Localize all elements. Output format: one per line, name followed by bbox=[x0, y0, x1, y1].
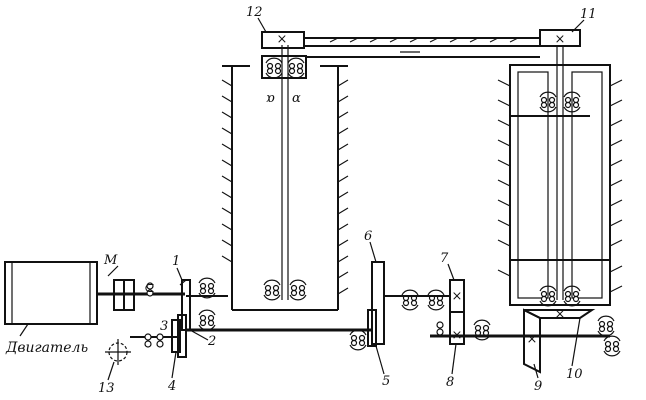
label-3: 3 bbox=[160, 319, 168, 334]
label-9: 9 bbox=[534, 379, 542, 394]
right-column bbox=[509, 64, 611, 306]
top-shaft-ticks bbox=[329, 37, 519, 43]
label-2: 2 bbox=[207, 334, 216, 349]
label-4: 4 bbox=[167, 379, 176, 394]
bevel-gear-10 bbox=[523, 309, 596, 319]
engine-label: Двигатель bbox=[5, 340, 88, 356]
svg-text:ɑ: ɑ bbox=[292, 91, 301, 106]
left-column bbox=[222, 65, 348, 311]
label-13: 13 bbox=[98, 381, 115, 396]
label-10: 10 bbox=[566, 367, 583, 382]
svg-text:×: × bbox=[527, 332, 538, 347]
label-11: 11 bbox=[580, 7, 597, 22]
svg-text:×: × bbox=[555, 307, 566, 322]
gear-5 bbox=[367, 309, 377, 347]
svg-text:×: × bbox=[555, 32, 566, 47]
right-column-ticks bbox=[497, 79, 623, 293]
svg-text:×: × bbox=[452, 289, 463, 304]
label-5: 5 bbox=[382, 374, 390, 389]
bearing-mark: ⊂ bbox=[144, 281, 155, 296]
top-shaft bbox=[261, 29, 581, 58]
label-8: 8 bbox=[446, 375, 454, 390]
svg-text:ɒ: ɒ bbox=[266, 91, 275, 106]
coupling-m bbox=[107, 265, 135, 311]
left-column-ticks bbox=[221, 79, 349, 295]
gear-8 bbox=[449, 311, 465, 345]
gear-6 bbox=[371, 261, 385, 345]
label-7: 7 bbox=[440, 251, 449, 266]
label-6: 6 bbox=[364, 229, 372, 244]
svg-text:×: × bbox=[277, 32, 288, 47]
label-1: 1 bbox=[172, 254, 180, 269]
engine-block bbox=[4, 261, 98, 337]
coupling-label: M bbox=[103, 253, 118, 268]
label-12: 12 bbox=[246, 5, 263, 20]
